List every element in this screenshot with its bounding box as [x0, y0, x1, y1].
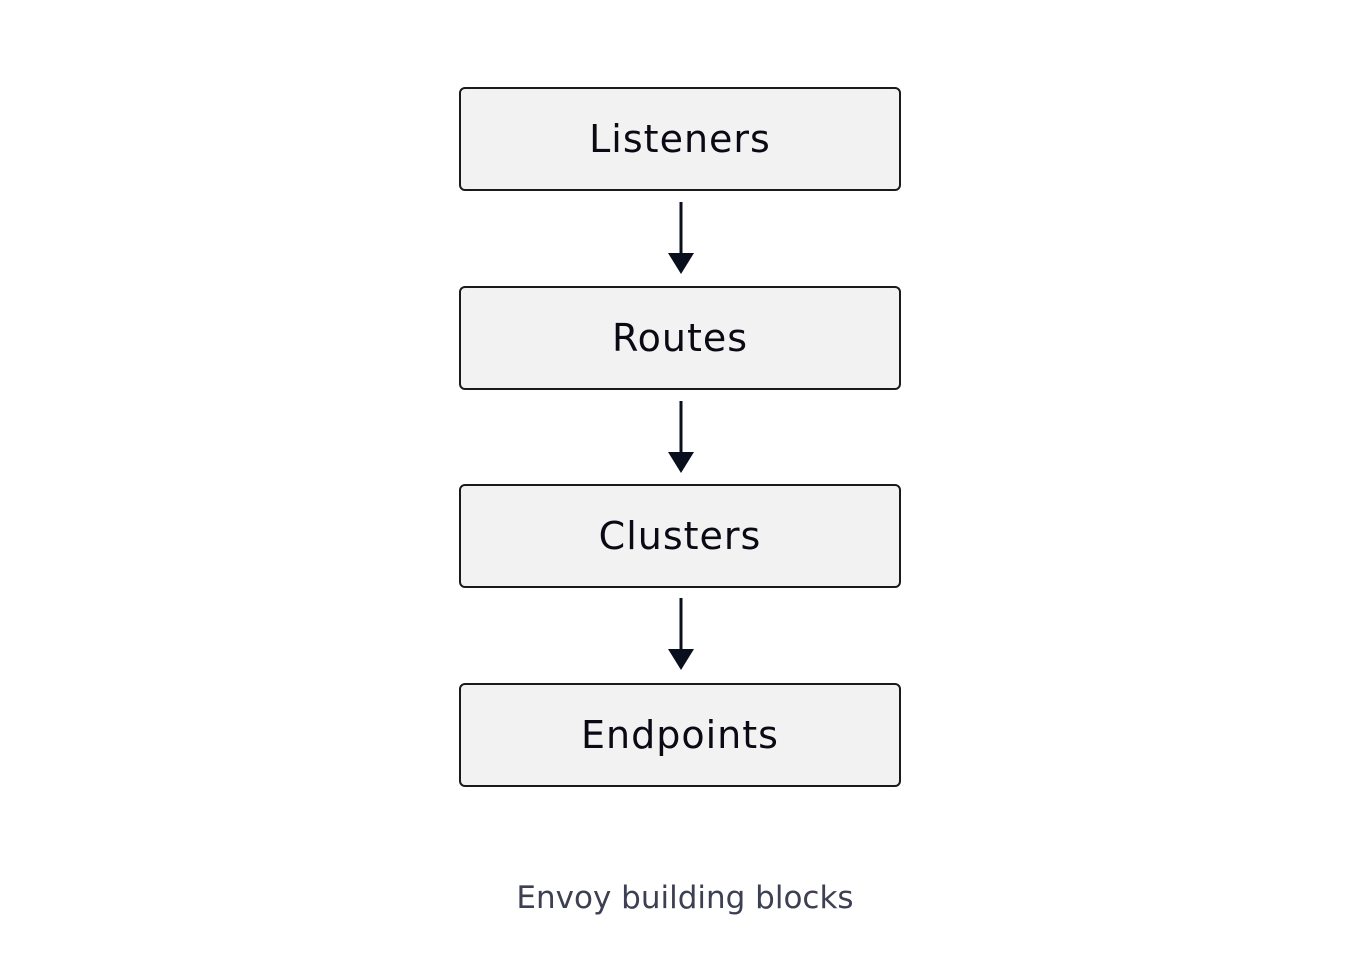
listeners-label: Listeners: [589, 117, 771, 161]
arrow-clusters-to-endpoints: [668, 598, 694, 670]
routes-block: Routes: [459, 286, 901, 390]
endpoints-label: Endpoints: [581, 713, 779, 757]
clusters-block: Clusters: [459, 484, 901, 588]
arrow-routes-to-clusters: [668, 401, 694, 473]
clusters-label: Clusters: [598, 514, 762, 558]
diagram-caption: Envoy building blocks: [516, 880, 854, 916]
endpoints-block: Endpoints: [459, 683, 901, 787]
listeners-block: Listeners: [459, 87, 901, 191]
routes-label: Routes: [611, 316, 749, 360]
arrow-listeners-to-routes: [668, 202, 694, 274]
